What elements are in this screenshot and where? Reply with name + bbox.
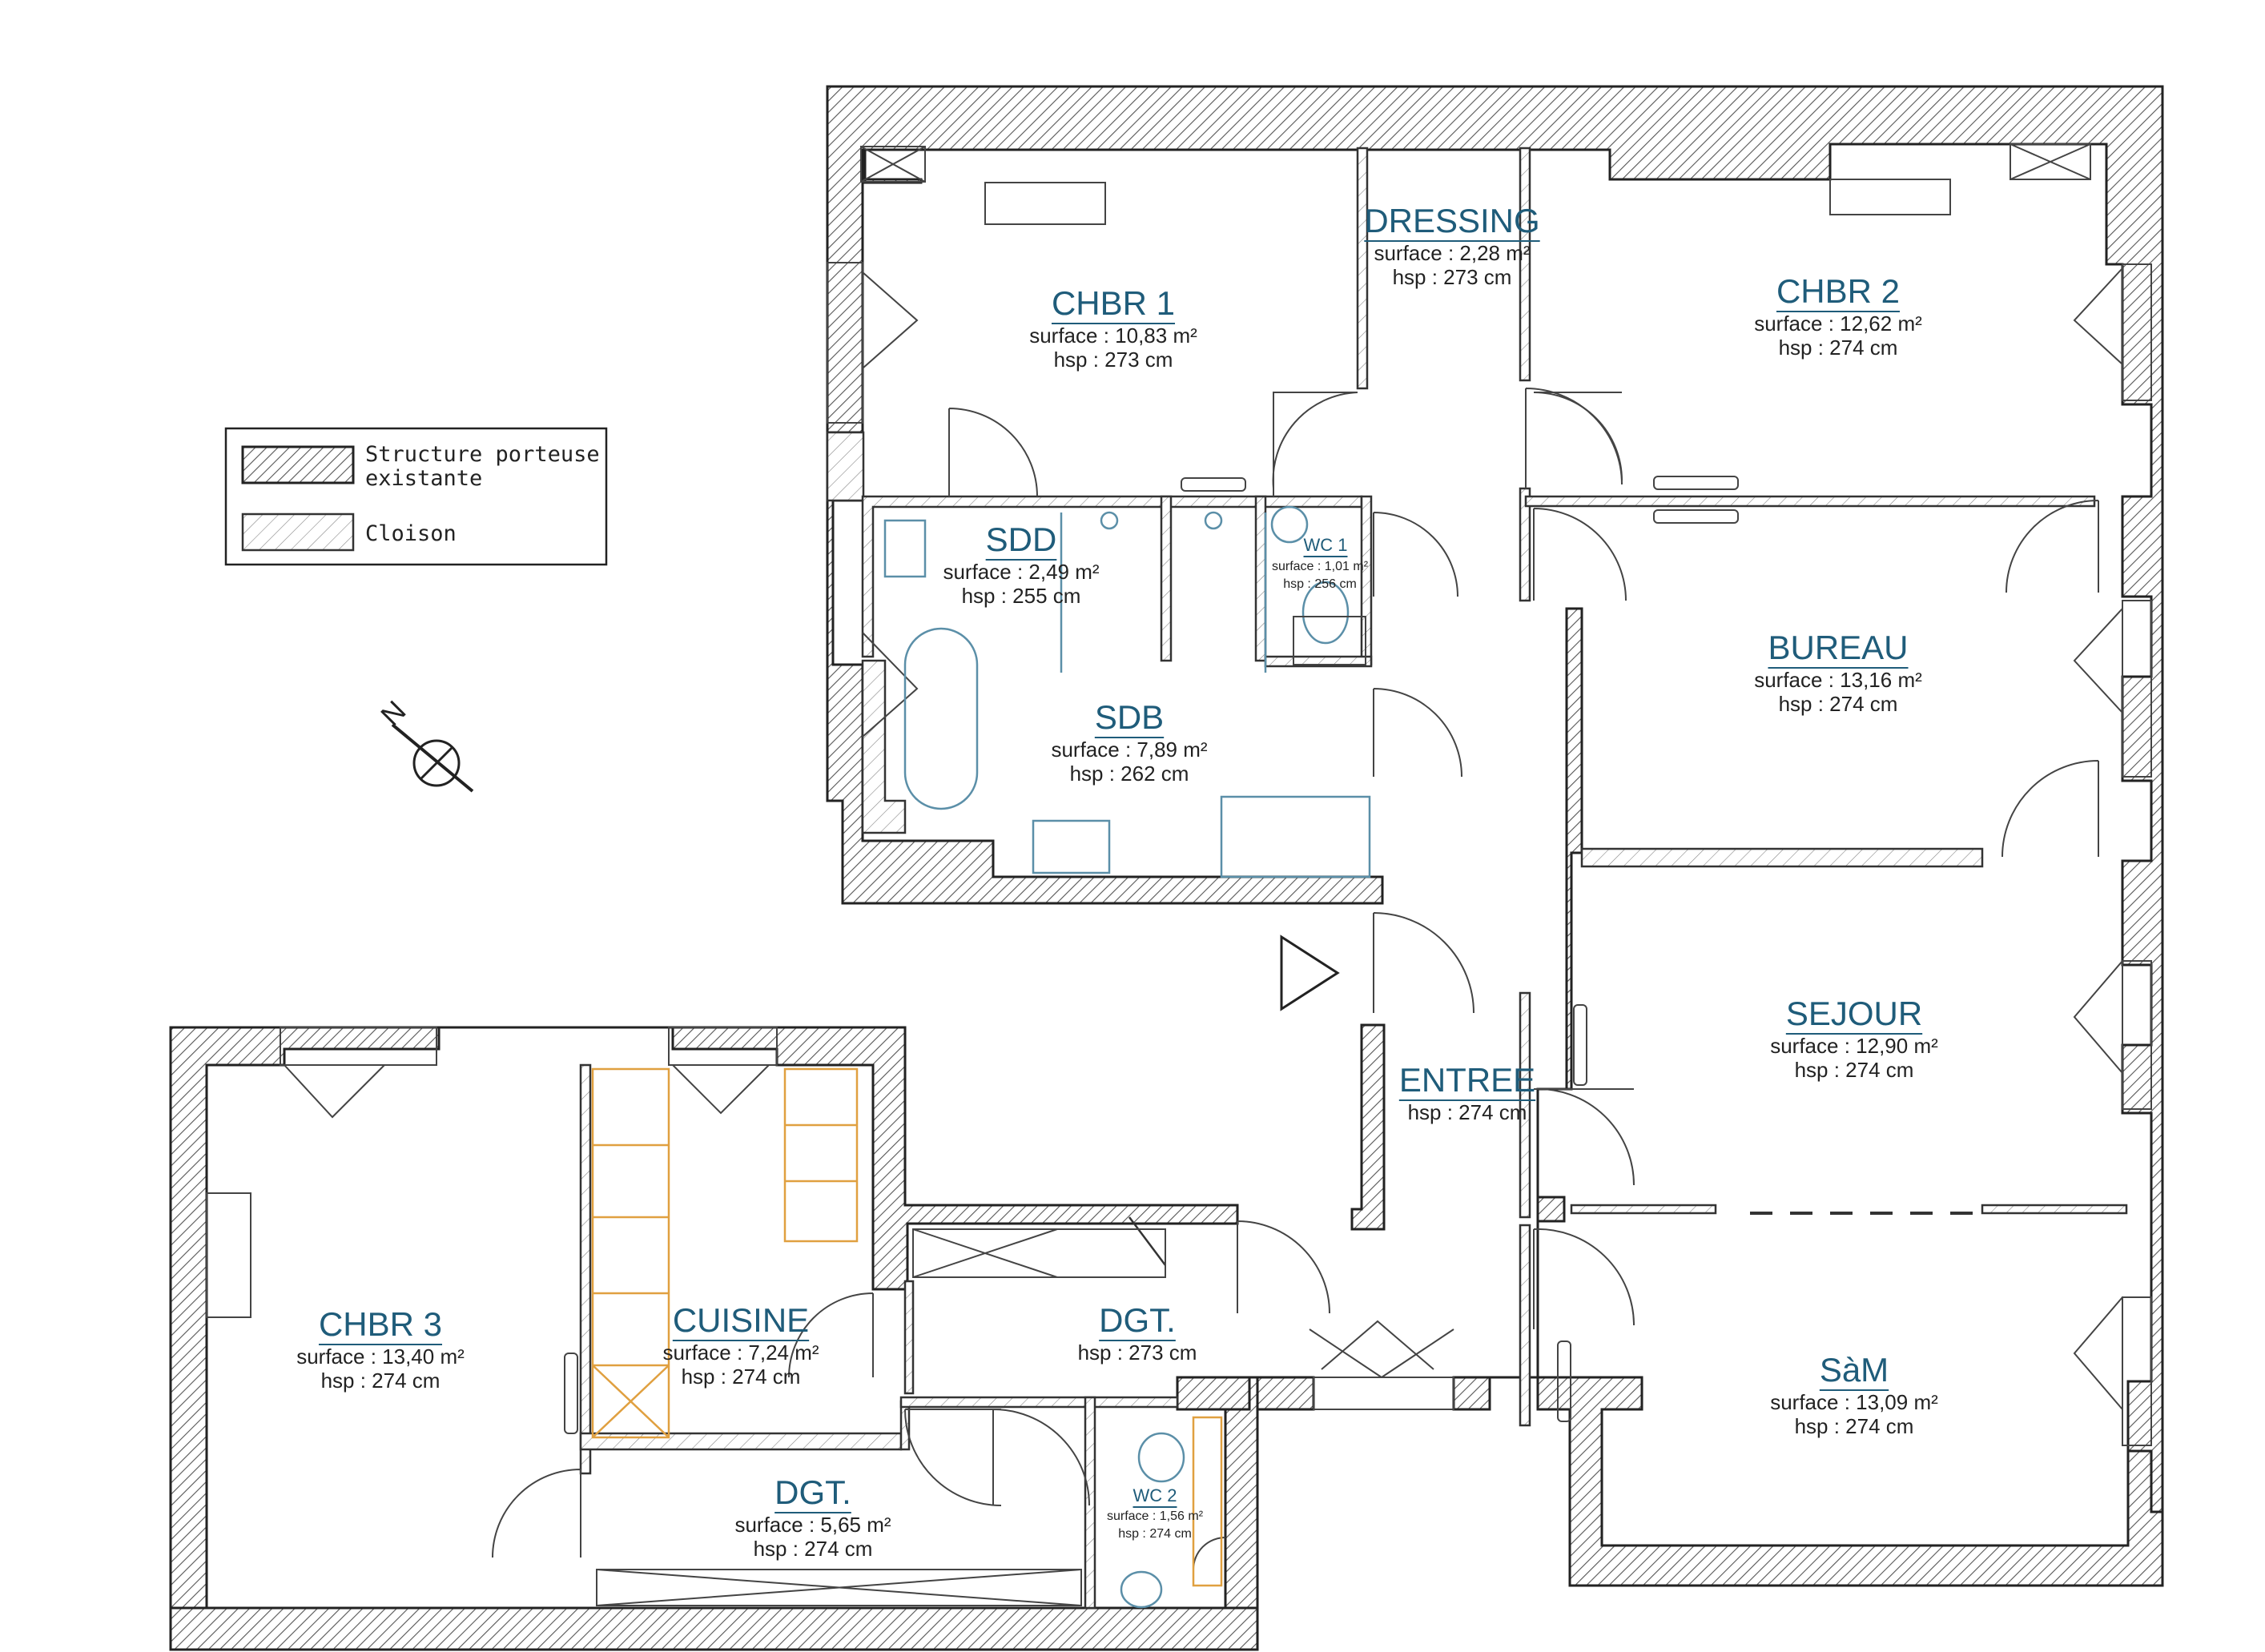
room-hsp: hsp : 262 cm xyxy=(1070,762,1189,786)
room-name: CHBR 3 xyxy=(319,1305,442,1343)
room-entree: ENTREE hsp : 274 cm xyxy=(1398,1061,1536,1124)
room-name: SDB xyxy=(1095,698,1164,736)
room-name: DGT. xyxy=(774,1473,851,1511)
room-hsp: hsp : 274 cm xyxy=(1118,1527,1192,1541)
radiators xyxy=(564,476,1739,1434)
room-chbr2: CHBR 2 surface : 12,62 m² hsp : 274 cm xyxy=(1754,272,1922,360)
radiator-icon xyxy=(1181,477,1246,492)
window-leaves xyxy=(284,267,2123,1410)
room-name: WC 1 xyxy=(1304,535,1348,555)
entrance-marker-icon xyxy=(1280,935,1340,1011)
shower-head-icon xyxy=(1100,511,1119,530)
room-surface: surface : 1,01 m² xyxy=(1272,560,1369,573)
basin-wc2-icon xyxy=(1120,1570,1163,1609)
structure-walls-left xyxy=(169,1026,1259,1651)
room-hsp: hsp : 274 cm xyxy=(1795,1058,1914,1082)
room-dgt-1: DGT. hsp : 273 cm xyxy=(1078,1301,1197,1365)
room-hsp: hsp : 255 cm xyxy=(962,584,1081,608)
north-arrow: N xyxy=(374,694,474,793)
room-hsp: hsp : 274 cm xyxy=(754,1537,873,1561)
room-chbr3: CHBR 3 surface : 13,40 m² hsp : 274 cm xyxy=(296,1305,465,1393)
legend-cloison: Cloison xyxy=(365,521,457,546)
radiator-icon xyxy=(1557,1340,1571,1422)
room-surface: surface : 1,56 m² xyxy=(1107,1509,1204,1523)
room-surface: surface : 13,16 m² xyxy=(1754,668,1922,692)
room-hsp: hsp : 274 cm xyxy=(1408,1100,1527,1124)
room-name: DGT. xyxy=(1099,1301,1176,1339)
room-surface: surface : 10,83 m² xyxy=(1029,324,1197,348)
room-name: BUREAU xyxy=(1768,629,1908,666)
room-dgt-2: DGT. surface : 5,65 m² hsp : 274 cm xyxy=(734,1473,891,1561)
room-hsp: hsp : 273 cm xyxy=(1393,265,1512,289)
room-name: CUISINE xyxy=(673,1301,809,1339)
room-wc2: WC 2 surface : 1,56 m² hsp : 274 cm xyxy=(1107,1485,1204,1541)
room-surface: surface : 13,40 m² xyxy=(296,1345,465,1369)
room-surface: surface : 12,90 m² xyxy=(1770,1034,1938,1058)
room-sejour: SEJOUR surface : 12,90 m² hsp : 274 cm xyxy=(1770,995,1938,1082)
radiator-icon xyxy=(1653,509,1739,524)
room-hsp: hsp : 273 cm xyxy=(1054,348,1173,372)
sink-icon xyxy=(1032,819,1111,874)
room-hsp: hsp : 274 cm xyxy=(1779,336,1898,360)
room-name: SàM xyxy=(1820,1351,1889,1389)
room-hsp: hsp : 256 cm xyxy=(1283,577,1357,591)
room-dressing: DRESSING surface : 2,28 m² hsp : 273 cm xyxy=(1364,202,1540,289)
room-surface: surface : 12,62 m² xyxy=(1754,312,1922,336)
room-surface: surface : 2,49 m² xyxy=(943,560,1099,584)
room-surface: surface : 5,65 m² xyxy=(734,1513,891,1537)
room-name: WC 2 xyxy=(1133,1485,1177,1505)
compass-cross xyxy=(419,746,454,781)
cabinet-icon xyxy=(1220,795,1371,878)
compass-needle xyxy=(391,723,474,793)
compass-icon xyxy=(412,739,461,787)
closets xyxy=(596,616,1366,1606)
radiator-icon xyxy=(564,1353,578,1434)
room-hsp: hsp : 274 cm xyxy=(321,1369,441,1393)
room-name: CHBR 1 xyxy=(1052,284,1175,322)
north-label: N xyxy=(374,694,412,732)
radiator-icon xyxy=(1573,1004,1587,1086)
bathtub-icon xyxy=(903,627,979,810)
room-name: SEJOUR xyxy=(1786,995,1922,1032)
room-name: SDD xyxy=(986,521,1057,558)
toilet-wc1-icon xyxy=(1301,581,1350,645)
legend: Structure porteuse existante Cloison xyxy=(224,427,608,566)
room-surface: surface : 2,28 m² xyxy=(1374,241,1530,265)
room-name: ENTREE xyxy=(1399,1061,1535,1099)
room-hsp: hsp : 274 cm xyxy=(1795,1414,1914,1438)
room-surface: surface : 7,89 m² xyxy=(1051,738,1207,762)
partitions xyxy=(579,147,2128,1610)
room-bureau: BUREAU surface : 13,16 m² hsp : 274 cm xyxy=(1754,629,1922,716)
fixtures xyxy=(883,505,1371,1609)
doors xyxy=(492,388,2099,1570)
legend-structure-line2: existante xyxy=(365,466,482,491)
toilet-wc2-icon xyxy=(1137,1432,1185,1483)
room-wc1: WC 1 surface : 1,01 m² hsp : 256 cm xyxy=(1272,535,1369,591)
room-surface: surface : 7,24 m² xyxy=(662,1340,819,1365)
room-hsp: hsp : 274 cm xyxy=(682,1365,801,1389)
legend-swatch-cloison xyxy=(241,512,355,552)
wc1-basin-icon xyxy=(1270,505,1309,544)
shower-head-icon xyxy=(1204,511,1223,530)
radiator-icon xyxy=(1653,476,1739,490)
kitchen-units xyxy=(591,1067,1223,1587)
room-cuisine: CUISINE surface : 7,24 m² hsp : 274 cm xyxy=(662,1301,819,1389)
room-name: CHBR 2 xyxy=(1776,272,1900,310)
legend-swatch-structure xyxy=(241,445,355,484)
room-sdd: SDD surface : 2,49 m² hsp : 255 cm xyxy=(943,521,1099,608)
room-name: DRESSING xyxy=(1364,202,1539,239)
legend-structure-line1: Structure porteuse xyxy=(365,442,600,467)
room-chbr1: CHBR 1 surface : 10,83 m² hsp : 273 cm xyxy=(1029,284,1197,372)
basin-sdd-icon xyxy=(883,519,927,578)
room-hsp: hsp : 274 cm xyxy=(1779,692,1898,716)
room-sdb: SDB surface : 7,89 m² hsp : 262 cm xyxy=(1051,698,1207,786)
room-surface: surface : 13,09 m² xyxy=(1770,1390,1938,1414)
windows xyxy=(206,143,2152,1446)
structure-walls xyxy=(826,85,2164,1587)
room-hsp: hsp : 273 cm xyxy=(1078,1340,1197,1365)
room-sam: SàM surface : 13,09 m² hsp : 274 cm xyxy=(1770,1351,1938,1438)
